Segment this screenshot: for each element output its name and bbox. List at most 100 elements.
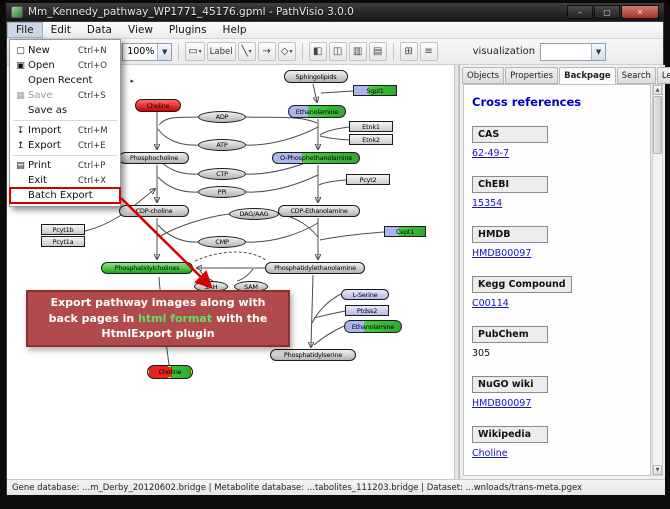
pathway-node-cdp-ethanolamine[interactable]: CDP-Ethanolamine: [278, 205, 360, 217]
selection-handle[interactable]: [147, 365, 150, 368]
open-folder-icon: ▣: [13, 61, 28, 71]
pathway-node-ethanolamine[interactable]: Ethanolamine: [288, 105, 346, 118]
line-tool-button[interactable]: ╲▾: [238, 42, 256, 61]
menu-view[interactable]: View: [120, 22, 161, 38]
scrollbar-thumb[interactable]: [653, 96, 662, 154]
file-menu-item-open[interactable]: ▣OpenCtrl+O: [10, 58, 120, 73]
common-size-button[interactable]: ⊞: [400, 42, 418, 61]
file-menu-item-import[interactable]: ↧ImportCtrl+M: [10, 123, 120, 138]
reference-source: NuGO wiki: [472, 376, 548, 393]
node-label: CMP: [215, 238, 228, 246]
file-menu-item-print[interactable]: ▤PrintCtrl+P: [10, 158, 120, 173]
file-menu-item-batch-export[interactable]: Batch Export: [10, 188, 120, 203]
file-menu-item-export[interactable]: ↥ExportCtrl+E: [10, 138, 120, 153]
pathway-node-phosphocholine[interactable]: Phosphocholine: [119, 152, 189, 164]
maximize-button[interactable]: ▢: [594, 5, 620, 19]
node-label: Ethanolamine: [296, 108, 339, 116]
scroll-up-icon[interactable]: ▲: [653, 85, 662, 95]
visualization-combobox[interactable]: ▼: [540, 43, 606, 61]
pathway-node-cept1[interactable]: Cept1: [384, 226, 426, 237]
minimize-button[interactable]: –: [567, 5, 593, 19]
pathway-node-cdp-choline[interactable]: CDP-choline: [119, 205, 189, 217]
zoom-combobox[interactable]: 100%▼: [122, 43, 172, 61]
tab-objects[interactable]: Objects: [462, 67, 504, 84]
menu-file[interactable]: File: [7, 22, 43, 38]
stack-button[interactable]: ▤: [369, 42, 387, 61]
file-menu-item-new[interactable]: ▢NewCtrl+N: [10, 43, 120, 58]
shape-tool-button[interactable]: ◇▾: [278, 42, 296, 61]
pathway-node-pcyt2[interactable]: Pcyt2: [346, 174, 390, 185]
file-menu-item-open-recent[interactable]: Open Recent▸: [10, 73, 120, 88]
pathway-node-choline[interactable]: Choline: [147, 365, 193, 379]
pathway-node-sgpl1[interactable]: Sgpl1: [353, 85, 397, 96]
reference-source: HMDB: [472, 226, 548, 243]
annotation-highlight: html format: [138, 312, 212, 325]
pathway-node-cmp[interactable]: CMP: [198, 236, 246, 248]
pathway-node-o-phosphethanolamine[interactable]: O-Phosphethanolamine: [272, 152, 360, 164]
chevron-down-icon[interactable]: ▼: [157, 44, 171, 60]
pathway-node-choline[interactable]: Choline: [135, 99, 181, 112]
label-tool-button[interactable]: Label: [207, 42, 236, 61]
group-icon: ≡: [424, 46, 432, 57]
close-button[interactable]: ✕: [621, 5, 659, 19]
import-icon: ↧: [13, 126, 28, 136]
reference-link[interactable]: Choline: [472, 448, 508, 459]
node-label: Etnk2: [362, 136, 380, 144]
align-center-button[interactable]: ◫: [329, 42, 347, 61]
visualization-label: visualization: [473, 46, 535, 57]
file-menu-item-save-as[interactable]: Save as: [10, 103, 120, 118]
file-menu-item-save[interactable]: ▦SaveCtrl+S: [10, 88, 120, 103]
scroll-down-icon[interactable]: ▼: [653, 465, 662, 475]
menu-data[interactable]: Data: [79, 22, 120, 38]
tab-backpage[interactable]: Backpage: [559, 67, 616, 84]
reference-link[interactable]: 62-49-7: [472, 148, 509, 159]
selection-handle[interactable]: [147, 369, 150, 374]
file-menu-item-exit[interactable]: ExitCtrl+X: [10, 173, 120, 188]
tab-legend[interactable]: Legend: [657, 67, 670, 84]
node-label: DAG/AAG: [239, 210, 268, 218]
menu-item-label: Save: [28, 90, 78, 101]
selection-handle[interactable]: [167, 365, 172, 368]
export-icon: ↥: [13, 141, 28, 151]
toolbar-separator: [302, 43, 303, 61]
sidebar-scrollbar[interactable]: ▲ ▼: [652, 84, 663, 476]
menu-help[interactable]: Help: [215, 22, 255, 38]
pathway-node-adp[interactable]: ADP: [198, 111, 246, 123]
reference-link[interactable]: HMDB00097: [472, 398, 531, 409]
pathway-node-ctp[interactable]: CTP: [198, 168, 246, 180]
selection-handle[interactable]: [190, 369, 193, 374]
pathway-node-ethanolamine[interactable]: Ethanolamine: [344, 320, 402, 333]
pathway-node-phosphatidylserine[interactable]: Phosphatidylserine: [270, 349, 356, 361]
reference-link[interactable]: C00114: [472, 298, 509, 309]
pathway-node-l-serine[interactable]: L-Serine: [341, 289, 389, 300]
align-top-button[interactable]: ▥: [349, 42, 367, 61]
pathway-node-atp[interactable]: ATP: [198, 139, 246, 151]
reference-link[interactable]: 15354: [472, 198, 502, 209]
menu-item-label: Batch Export: [28, 190, 93, 201]
tab-search[interactable]: Search: [617, 67, 656, 84]
application-window: FileEditDataViewPluginsHelp ▢▣▦Zoom:100%…: [6, 21, 664, 494]
pathway-node-phosphatidylethanolamine[interactable]: Phosphatidylethanolamine: [265, 262, 365, 274]
backpage-panel: Cross references CAS62-49-7ChEBI15354HMD…: [463, 84, 651, 476]
tab-properties[interactable]: Properties: [505, 67, 558, 84]
pathway-node-ptdss2[interactable]: Ptdss2: [345, 305, 389, 316]
connector-tool-button[interactable]: →: [258, 42, 276, 61]
pathway-node-pcyt1b[interactable]: Pcyt1b: [41, 224, 85, 235]
pathway-node-etnk1[interactable]: Etnk1: [349, 121, 393, 132]
datanode-tool-button[interactable]: ▭▾: [185, 42, 204, 61]
group-button[interactable]: ≡: [420, 42, 438, 61]
chevron-down-icon[interactable]: ▼: [591, 44, 605, 60]
pathway-node-etnk2[interactable]: Etnk2: [349, 134, 393, 145]
selection-handle[interactable]: [167, 376, 172, 379]
menu-plugins[interactable]: Plugins: [161, 22, 215, 38]
pathway-node-dag-aag[interactable]: DAG/AAG: [229, 208, 279, 220]
pathway-node-ppi[interactable]: PPi: [198, 186, 246, 198]
menu-edit[interactable]: Edit: [43, 22, 79, 38]
submenu-arrow-icon: ▸: [130, 77, 134, 85]
reference-link[interactable]: HMDB00097: [472, 248, 531, 259]
pathway-node-phosphatidylcholines[interactable]: Phosphatidylcholines: [101, 262, 193, 274]
print-icon: ▤: [13, 161, 28, 171]
align-left-button[interactable]: ◧: [309, 42, 327, 61]
pathway-node-sphingolipids[interactable]: Sphingolipids: [284, 70, 348, 83]
pathway-node-pcyt1a[interactable]: Pcyt1a: [41, 236, 85, 247]
